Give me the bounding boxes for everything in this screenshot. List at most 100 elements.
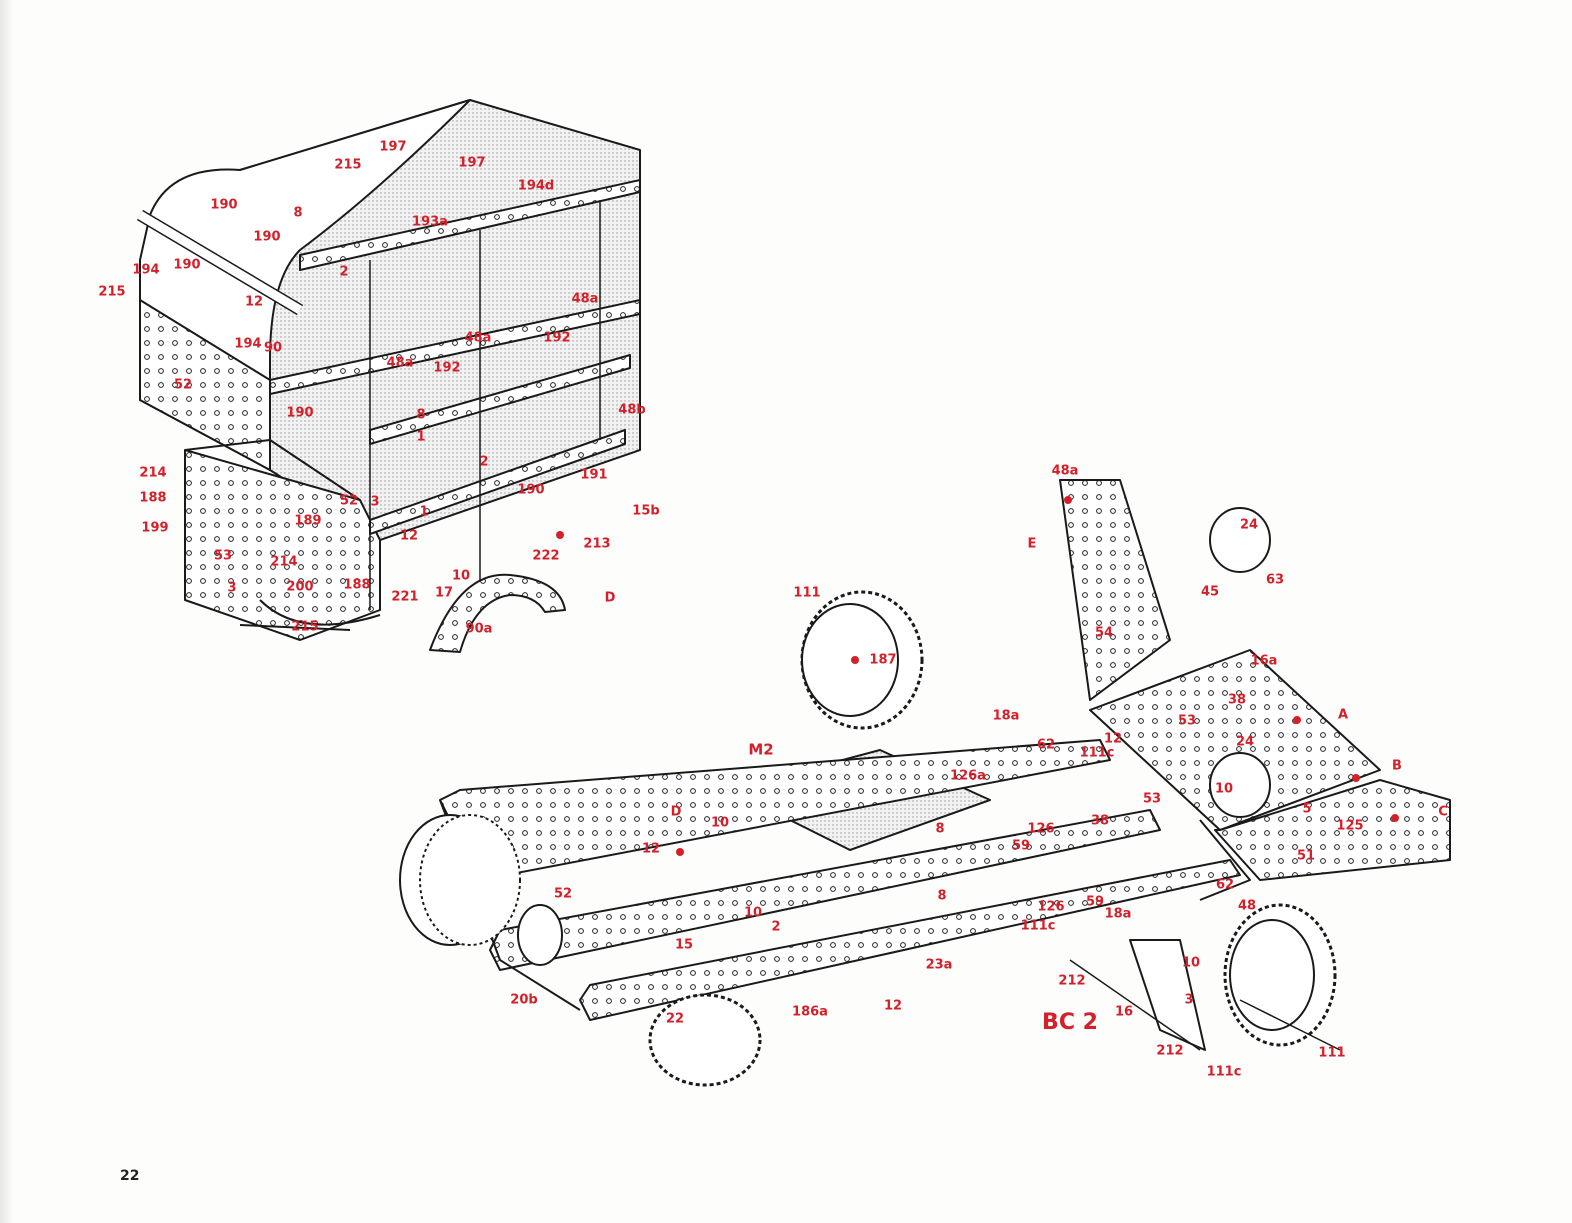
part-label: 24 bbox=[1235, 734, 1255, 750]
part-label: 126a bbox=[950, 768, 986, 784]
part-label: 190 bbox=[253, 229, 281, 245]
part-label: 200 bbox=[286, 579, 314, 595]
part-label: 48a bbox=[571, 291, 599, 307]
part-label: 188 bbox=[139, 490, 167, 506]
part-label: 48 bbox=[1237, 898, 1257, 914]
part-label: 17 bbox=[434, 585, 454, 601]
part-label: 63 bbox=[1265, 572, 1285, 588]
part-label: 15 bbox=[674, 937, 694, 953]
part-label: 111c bbox=[1206, 1064, 1242, 1080]
page-number: 22 bbox=[120, 1168, 140, 1184]
part-label: E bbox=[1027, 536, 1037, 552]
part-label: 48a bbox=[1051, 463, 1079, 479]
part-label: 53 bbox=[213, 548, 233, 564]
part-label: 125 bbox=[1336, 818, 1364, 834]
part-label: 5 bbox=[1302, 801, 1312, 817]
part-label: 52 bbox=[339, 493, 359, 509]
part-label: M2 bbox=[748, 740, 774, 759]
part-label: 214 bbox=[270, 554, 298, 570]
part-label: 24 bbox=[1239, 517, 1259, 533]
part-label: 1 bbox=[419, 504, 429, 520]
part-label: 59 bbox=[1011, 838, 1031, 854]
part-label: 62 bbox=[1036, 737, 1056, 753]
part-label: 62 bbox=[1215, 877, 1235, 893]
part-label: 126 bbox=[1027, 821, 1055, 837]
part-label: D bbox=[604, 590, 616, 606]
part-label: C bbox=[1438, 804, 1448, 820]
part-label: 52 bbox=[553, 886, 573, 902]
part-label: 8 bbox=[935, 821, 945, 837]
part-label: 212 bbox=[1058, 973, 1086, 989]
part-label: 38 bbox=[1227, 692, 1247, 708]
part-label: 10 bbox=[743, 905, 763, 921]
chassis-assembly bbox=[399, 479, 1451, 1087]
part-label: 12 bbox=[399, 528, 419, 544]
part-label: 3 bbox=[227, 580, 237, 596]
part-label: 190 bbox=[173, 257, 201, 273]
part-label: 192 bbox=[433, 360, 461, 376]
part-label: 90 bbox=[263, 340, 283, 356]
part-label: 126 bbox=[1037, 899, 1065, 915]
part-label: 23a bbox=[925, 957, 953, 973]
part-label: 12 bbox=[641, 841, 661, 857]
part-label: 22 bbox=[665, 1011, 685, 1027]
part-label: 111c bbox=[1020, 918, 1056, 934]
part-label: 8 bbox=[416, 407, 426, 423]
part-label: 51 bbox=[1296, 848, 1316, 864]
part-label: 53 bbox=[1142, 791, 1162, 807]
part-label: 8 bbox=[937, 888, 947, 904]
part-label: 3 bbox=[1184, 992, 1194, 1008]
part-label: B bbox=[1392, 758, 1402, 774]
part-label: 90a bbox=[465, 621, 493, 637]
part-label: 48a bbox=[386, 355, 414, 371]
part-label: 1 bbox=[416, 429, 426, 445]
part-label: 10 bbox=[1214, 781, 1234, 797]
part-label: 186a bbox=[792, 1004, 828, 1020]
part-label: 213 bbox=[583, 536, 611, 552]
part-label: 20b bbox=[510, 992, 538, 1008]
part-label: 189 bbox=[294, 513, 322, 529]
part-label: 38 bbox=[1090, 813, 1110, 829]
part-label: 194d bbox=[517, 178, 555, 194]
part-label: 16 bbox=[1114, 1004, 1134, 1020]
part-label: 8 bbox=[293, 205, 303, 221]
part-label: 15b bbox=[632, 503, 660, 519]
part-label: 215 bbox=[334, 157, 362, 173]
part-label: 111 bbox=[793, 585, 821, 601]
part-label: 190 bbox=[286, 405, 314, 421]
part-label: 214 bbox=[139, 465, 167, 481]
part-label: 48a bbox=[464, 330, 492, 346]
model-code-label: BC 2 bbox=[1042, 1010, 1098, 1035]
part-label: 2 bbox=[771, 919, 781, 935]
part-label: 215 bbox=[98, 284, 126, 300]
part-label: 18a bbox=[1104, 906, 1132, 922]
part-label: 197 bbox=[379, 139, 407, 155]
part-label: 188 bbox=[343, 577, 371, 593]
part-label: 16a bbox=[1250, 653, 1278, 669]
part-label: 215 bbox=[291, 619, 319, 635]
part-label: 59 bbox=[1085, 894, 1105, 910]
part-label: 2 bbox=[479, 454, 489, 470]
part-label: 111c bbox=[1079, 745, 1115, 761]
part-label: 2 bbox=[339, 264, 349, 280]
part-label: 212 bbox=[1156, 1043, 1184, 1059]
part-label: 199 bbox=[141, 520, 169, 536]
part-label: A bbox=[1337, 707, 1349, 723]
part-label: 12 bbox=[244, 294, 264, 310]
part-label: 18a bbox=[992, 708, 1020, 724]
red-holes bbox=[556, 496, 1399, 856]
part-label: 54 bbox=[1094, 625, 1114, 641]
part-label: 191 bbox=[580, 467, 608, 483]
part-label: 12 bbox=[1103, 731, 1123, 747]
part-label: D bbox=[670, 804, 682, 820]
part-label: 52 bbox=[173, 377, 193, 393]
part-label: 111 bbox=[1318, 1045, 1346, 1061]
bus-body-assembly bbox=[136, 99, 641, 653]
part-label: 53 bbox=[1177, 713, 1197, 729]
part-label: 190 bbox=[210, 197, 238, 213]
part-label: 194 bbox=[132, 262, 160, 278]
part-label: 48b bbox=[618, 402, 646, 418]
part-label: 193a bbox=[412, 214, 448, 230]
